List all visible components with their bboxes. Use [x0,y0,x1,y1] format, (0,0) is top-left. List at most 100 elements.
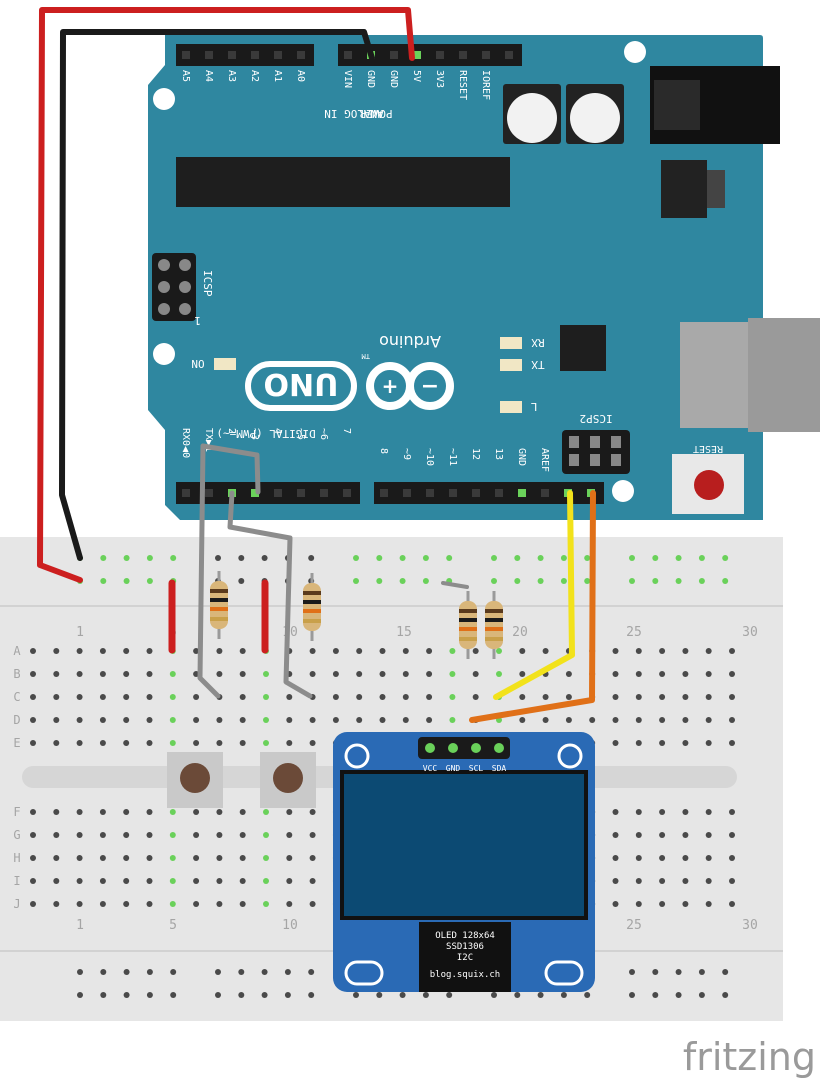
breadboard-hole [99,648,106,654]
breadboard-hole [659,832,666,838]
breadboard-hole [635,855,642,861]
rail-hole [77,969,83,975]
breadboard-hole [239,832,246,838]
breadboard-hole [659,671,666,677]
rail-hole [584,578,591,584]
rx-led-label: RX [531,336,545,349]
breadboard-hole [53,648,60,654]
breadboard-hole [705,809,712,815]
breadboard-hole [99,694,106,700]
header-pin [320,489,328,497]
breadboard-hole [193,717,200,723]
breadboard-hole [76,901,83,907]
breadboard-hole [263,855,269,861]
breadboard-hole [612,671,619,677]
rail-hole [261,992,268,998]
col-number-bottom-5: 5 [169,918,177,933]
row-letter-A: A [13,644,21,658]
rail-hole [399,992,406,998]
breadboard-hole [30,901,36,907]
breadboard-hole [496,648,502,654]
wire-5v-red[interactable] [37,7,415,583]
wire-pin3-to-button[interactable] [227,490,313,699]
col-number-bottom-1: 1 [76,918,84,933]
rail-hole [215,969,221,975]
fritzing-watermark: fritzing [683,1035,816,1079]
wire-gnd-black[interactable] [59,29,375,561]
breadboard-hole [53,855,60,861]
breadboard-hole [76,694,83,700]
rail-hole [123,992,130,998]
breadboard-hole [612,694,619,700]
breadboard-hole [30,809,36,815]
resistor-band [485,609,503,613]
breadboard-hole [729,648,735,654]
analog-pin-label-4: A1 [272,70,283,82]
breadboard-hole [53,901,60,907]
breadboard-hole [565,717,572,723]
analog-header [176,44,314,66]
rail-hole [146,969,153,975]
rail-hole [353,578,359,584]
oled-pin-label-gnd: GND [446,764,461,773]
breadboard-hole [263,809,269,815]
rail-hole [722,969,729,975]
icsp-pin [158,281,170,293]
resistor-4 [485,591,503,659]
header-pin [182,489,190,497]
breadboard-hole [682,809,689,815]
breadboard-hole [332,671,339,677]
icsp2-pin [590,436,600,448]
breadboard-hole [216,809,223,815]
breadboard-hole [146,809,153,815]
icsp2-pin [611,454,621,466]
breadboard-hole [449,648,456,654]
breadboard-hole [169,901,176,907]
rail-hole [238,992,245,998]
infinity-right [406,362,454,410]
breadboard-hole [286,878,293,884]
breadboard-hole [123,671,130,677]
breadboard-hole [309,878,316,884]
rail-hole [100,555,107,561]
button-cap[interactable] [273,763,303,793]
push-button-2[interactable] [260,752,316,808]
capacitor-top [507,93,557,143]
plus-sign: + [382,374,399,398]
breadboard-hole [216,855,223,861]
header-pin [274,489,282,497]
header-pin [390,51,398,59]
header-pin [541,489,549,497]
button-cap[interactable] [180,763,210,793]
wire-sda-yellow[interactable] [493,490,575,700]
breadboard-hole [659,648,666,654]
rail-hole [422,555,429,561]
breadboard-hole [53,717,60,723]
wire-pin3-gray[interactable] [200,443,261,495]
breadboard-hole [53,740,60,746]
digital-pin-label-3: ~3 [249,428,260,440]
col-number-top-15: 15 [396,625,412,640]
breadboard-hole [635,832,642,838]
breadboard-hole [659,855,666,861]
rail-hole [100,992,107,998]
icsp2-pin [590,454,600,466]
rail-hole [100,969,107,975]
breadboard-hole [379,648,386,654]
wire-pin2-gray[interactable] [197,443,221,699]
row-letter-B: B [13,667,20,681]
wire-scl-orange[interactable] [469,490,596,723]
icsp-pin [158,303,170,315]
reset-button-cap[interactable] [694,470,724,500]
mounting-hole [612,480,634,502]
power-label-group: POWER [359,107,392,120]
breadboard-hole [612,855,619,861]
breadboard-hole [635,809,642,815]
reset-label: RESET [693,443,723,454]
breadboard-hole [216,878,223,884]
breadboard-hole [99,855,106,861]
col-number-top-25: 25 [626,625,642,640]
power-pin-label-6: IOREF [480,70,491,100]
push-button-1[interactable] [167,752,223,808]
breadboard-hole [309,855,316,861]
